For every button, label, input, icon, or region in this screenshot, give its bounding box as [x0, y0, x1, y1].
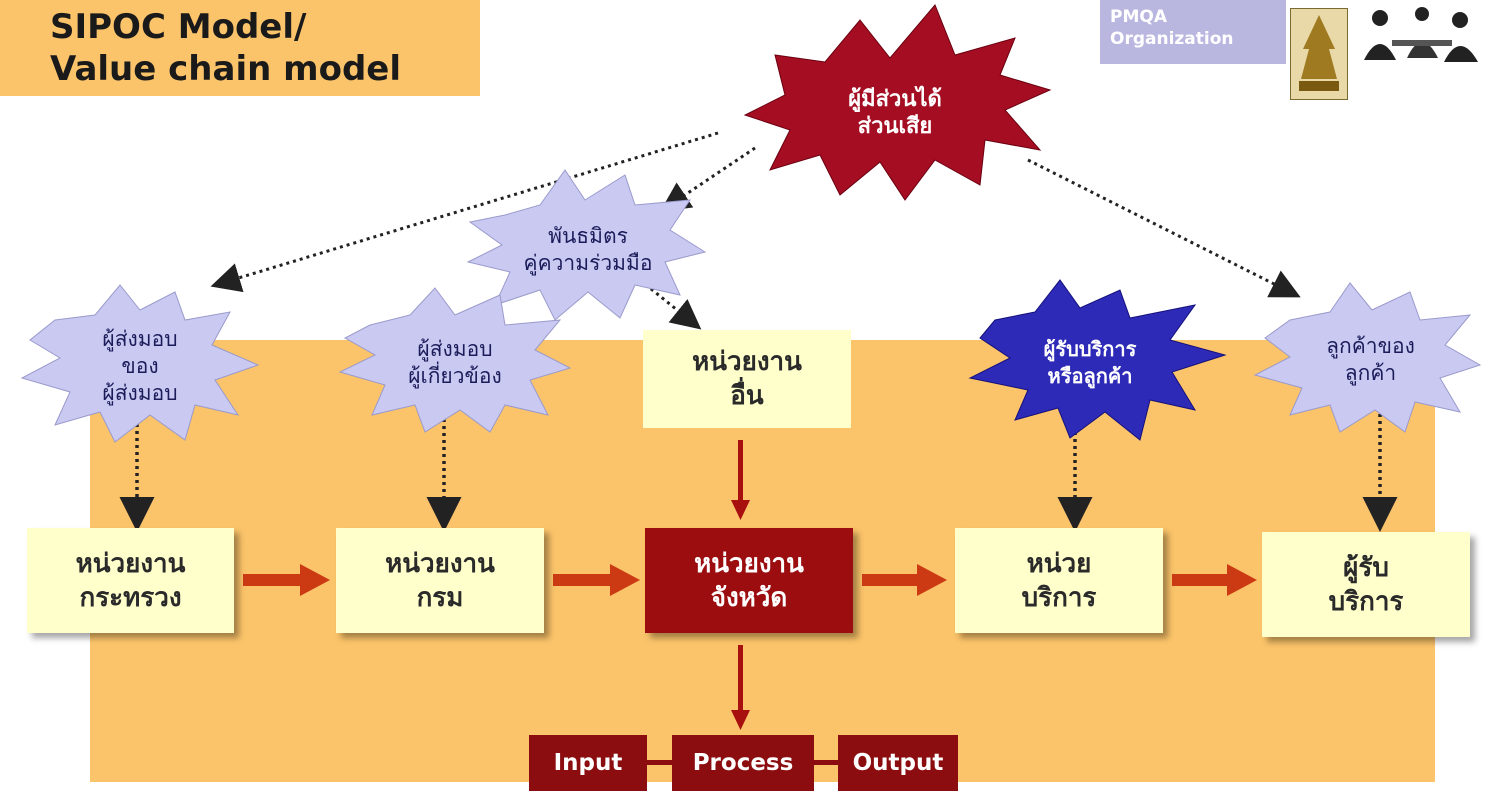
solid-arrow-province-to-ipo [731, 645, 750, 730]
sos-line-2: ของ [121, 353, 159, 378]
stakeholder-line-1: ผู้มีส่วนได้ [848, 87, 942, 112]
sr-line-2: หรือลูกค้า [1047, 364, 1133, 388]
chain-box-service-recipient: ผู้รับ บริการ [1262, 532, 1470, 637]
slide-title: SIPOC Model/ Value chain model [0, 0, 480, 96]
chain-province-line-2: จังหวัด [710, 582, 788, 613]
ipo-output: Output [838, 735, 958, 791]
chain-department-line-1: หน่วยงาน [385, 548, 495, 579]
pmqa-logo: PMQA Organization [1100, 0, 1286, 64]
burst-customers-of-customers [1253, 282, 1482, 433]
chain-box-ministry: หน่วยงาน กระทรวง [27, 528, 234, 633]
chain-province-line-1: หน่วยงาน [694, 548, 804, 579]
other-units-line-1: หน่วยงาน [692, 347, 802, 377]
burst-service-recipients [968, 279, 1227, 441]
sr-line-1: ผู้รับบริการ [1043, 337, 1137, 361]
emblem-image [1290, 8, 1348, 100]
chain-arrow-3 [862, 564, 947, 596]
emblem-shape [1299, 15, 1339, 91]
logo-line-1: PMQA [1110, 7, 1167, 27]
coc-line-1: ลูกค้าของ [1326, 334, 1415, 358]
chain-recipient-line-2: บริการ [1328, 586, 1404, 617]
people-sketch [1352, 0, 1489, 64]
solid-arrow-other-to-province [731, 440, 750, 520]
service-recipients-label: ผู้รับบริการ หรือลูกค้า [985, 325, 1195, 401]
chain-service-unit-line-2: บริการ [1021, 582, 1097, 613]
stakeholder-line-2: ส่วนเสีย [857, 114, 933, 139]
coc-line-2: ลูกค้า [1344, 361, 1397, 385]
ipo-connector-1 [645, 760, 675, 765]
sos-line-3: ผู้ส่งมอบ [102, 380, 178, 405]
partner-label: พันธมิตร คู่ความร่วมมือ [488, 212, 688, 288]
burst-suppliers-of-suppliers [20, 284, 260, 443]
dotted-arrow-to-customers-of-customers [1027, 158, 1301, 298]
ipo-input: Input [529, 735, 647, 791]
rs-line-1: ผู้ส่งมอบ [417, 337, 493, 361]
ipo-connector-2 [812, 760, 840, 765]
chain-box-province: หน่วยงาน จังหวัด [645, 528, 853, 633]
chain-box-service-unit: หน่วย บริการ [955, 528, 1163, 633]
chain-arrow-2 [553, 564, 640, 596]
people-photo [1352, 0, 1489, 64]
logo-line-2: Organization [1110, 29, 1234, 49]
suppliers-of-suppliers-label: ผู้ส่งมอบ ของ ผู้ส่งมอบ [45, 316, 235, 416]
ipo-process: Process [672, 735, 814, 791]
chain-ministry-line-1: หน่วยงาน [75, 548, 186, 579]
chain-service-unit-line-1: หน่วย [1026, 548, 1092, 579]
rs-line-2: ผู้เกี่ยวข้อง [408, 364, 502, 388]
burst-stakeholder [743, 4, 1052, 201]
related-suppliers-label: ผู้ส่งมอบ ผู้เกี่ยวข้อง [360, 325, 550, 401]
other-units-line-2: อื่น [730, 381, 764, 411]
dotted-arrow-to-partner [660, 146, 756, 212]
partner-line-1: พันธมิตร [548, 224, 628, 248]
sos-line-1: ผู้ส่งมอบ [102, 326, 178, 351]
other-units-box: หน่วยงาน อื่น [643, 330, 851, 428]
burst-partner [466, 169, 707, 321]
chain-department-line-2: กรม [416, 582, 464, 613]
partner-line-2: คู่ความร่วมมือ [523, 251, 653, 275]
chain-arrow-4 [1172, 564, 1257, 596]
chain-recipient-line-1: ผู้รับ [1343, 552, 1389, 583]
chain-arrow-1 [243, 564, 330, 596]
stakeholder-label: ผู้มีส่วนได้ ส่วนเสีย [790, 70, 1000, 156]
burst-related-suppliers [338, 287, 572, 433]
title-line-2: Value chain model [50, 49, 401, 89]
title-line-1: SIPOC Model/ [50, 7, 307, 47]
chain-ministry-line-2: กระทรวง [79, 582, 182, 613]
chain-box-department: หน่วยงาน กรม [336, 528, 544, 633]
dotted-arrow-to-suppliers-of-suppliers [210, 131, 719, 293]
customers-of-customers-label: ลูกค้าของ ลูกค้า [1278, 322, 1463, 398]
